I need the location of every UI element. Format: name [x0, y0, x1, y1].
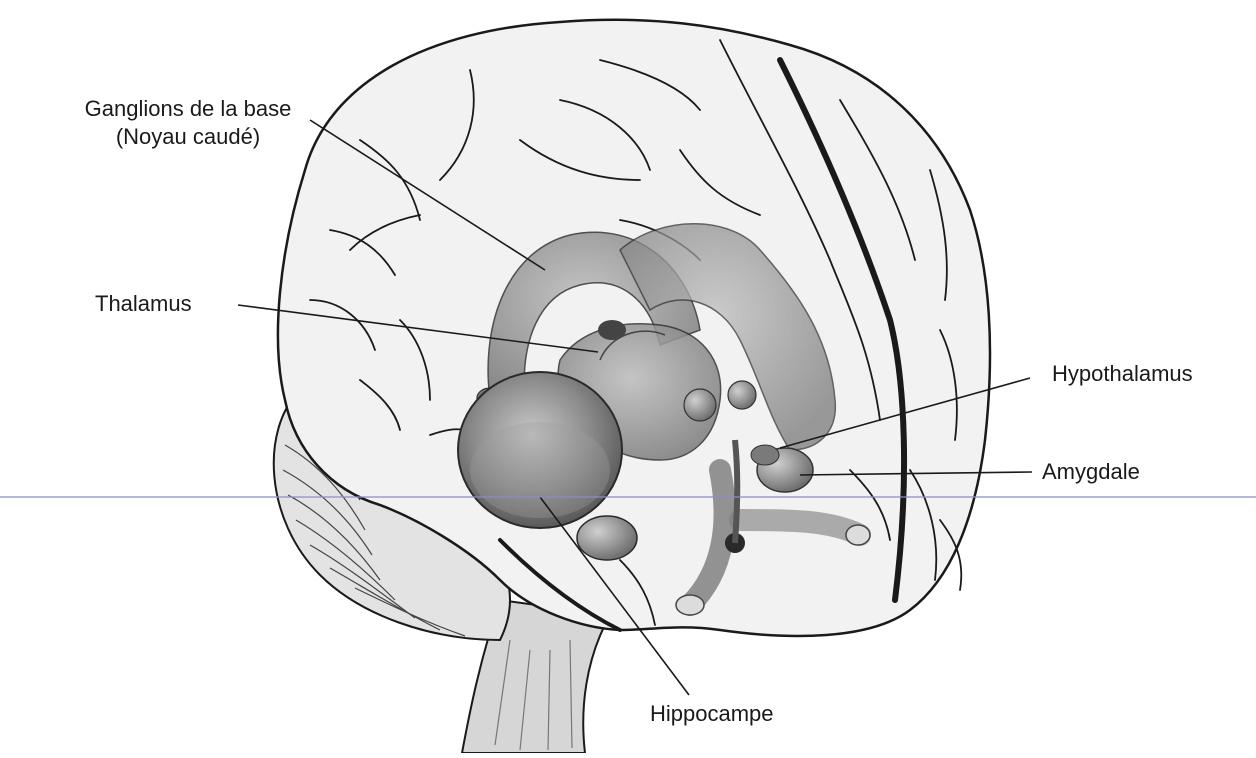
label-basal-ganglia-line1: Ganglions de la base	[38, 95, 338, 123]
label-basal-ganglia-line2: (Noyau caudé)	[38, 123, 338, 151]
label-hippocampus: Hippocampe	[650, 700, 774, 728]
label-basal-ganglia: Ganglions de la base (Noyau caudé)	[38, 95, 338, 151]
label-hypothalamus: Hypothalamus	[1052, 360, 1193, 388]
label-thalamus: Thalamus	[95, 290, 192, 318]
label-amygdala: Amygdale	[1042, 458, 1140, 486]
